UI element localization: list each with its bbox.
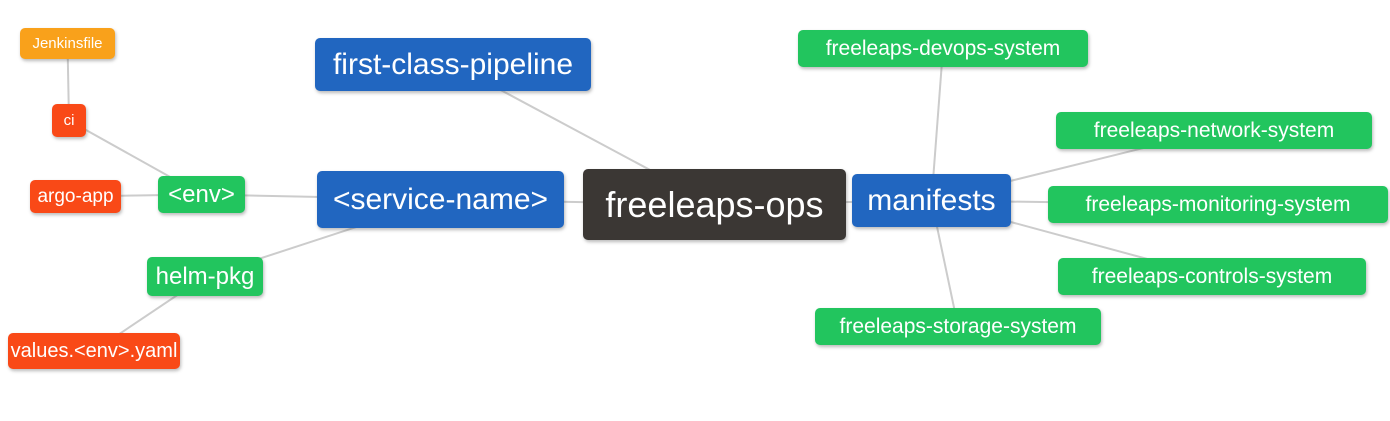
node-freeleaps-devops-system[interactable]: freeleaps-devops-system bbox=[798, 30, 1088, 67]
node-freeleaps-monitoring-system[interactable]: freeleaps-monitoring-system bbox=[1048, 186, 1388, 223]
node-freeleaps-storage-system[interactable]: freeleaps-storage-system bbox=[815, 308, 1101, 345]
node-service-name[interactable]: <service-name> bbox=[317, 171, 564, 228]
node-freeleaps-network-system[interactable]: freeleaps-network-system bbox=[1056, 112, 1372, 149]
node-freeleaps-controls-system[interactable]: freeleaps-controls-system bbox=[1058, 258, 1366, 295]
node-helm-pkg[interactable]: helm-pkg bbox=[147, 257, 263, 296]
node-first-class-pipeline[interactable]: first-class-pipeline bbox=[315, 38, 591, 91]
node-env[interactable]: <env> bbox=[158, 176, 245, 213]
node-freeleaps-ops[interactable]: freeleaps-ops bbox=[583, 169, 846, 240]
node-manifests[interactable]: manifests bbox=[852, 174, 1011, 227]
node-jenkinsfile[interactable]: Jenkinsfile bbox=[20, 28, 115, 59]
node-argo-app[interactable]: argo-app bbox=[30, 180, 121, 213]
node-values-env-yaml[interactable]: values.<env>.yaml bbox=[8, 333, 180, 369]
node-ci[interactable]: ci bbox=[52, 104, 86, 137]
